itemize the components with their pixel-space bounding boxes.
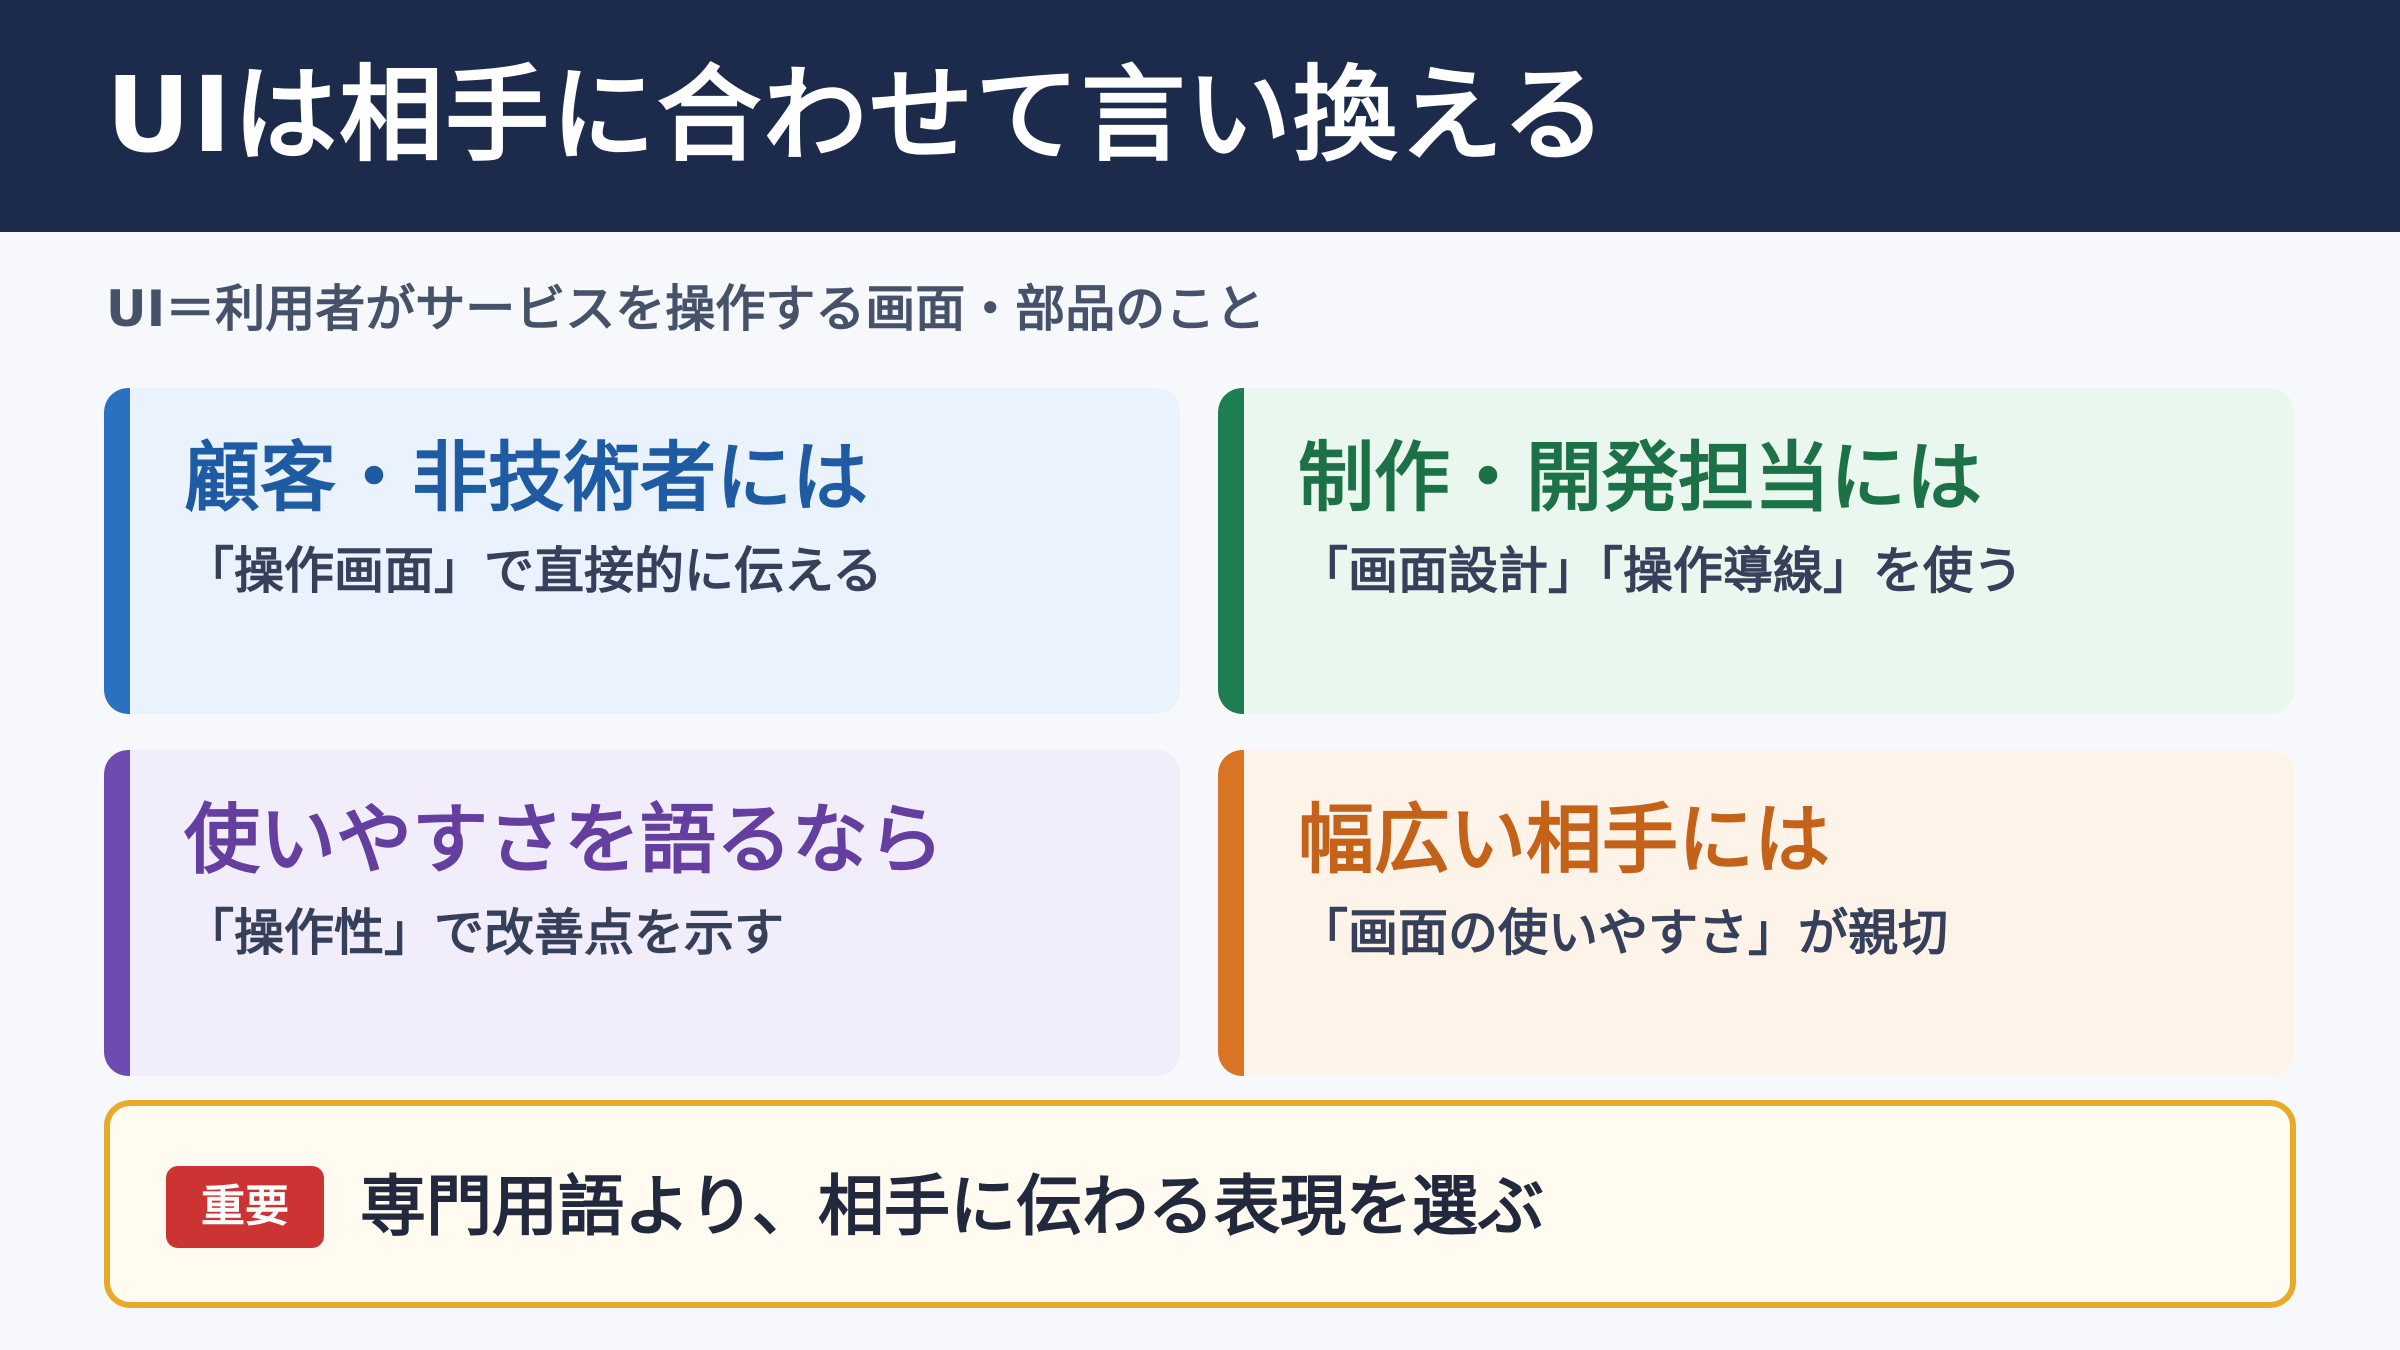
important-callout: 重要 専門用語より、相手に伝わる表現を選ぶ <box>104 1100 2296 1308</box>
card-text: 「操作画面」で直接的に伝える <box>184 542 883 600</box>
header-banner: UIは相手に合わせて言い換える <box>0 0 2400 232</box>
card-accent-bar <box>1218 388 1244 714</box>
card-title: 幅広い相手には <box>1298 795 1830 884</box>
card-accent-bar <box>104 750 130 1076</box>
card-developers: 制作・開発担当には 「画面設計」「操作導線」を使う <box>1218 388 2294 714</box>
page-subtitle: UI＝利用者がサービスを操作する画面・部品のこと <box>106 280 1266 338</box>
page-title: UIは相手に合わせて言い換える <box>106 54 1609 176</box>
card-customers: 顧客・非技術者には 「操作画面」で直接的に伝える <box>104 388 1180 714</box>
card-usability: 使いやすさを語るなら 「操作性」で改善点を示す <box>104 750 1180 1076</box>
card-text: 「画面設計」「操作導線」を使う <box>1298 542 2023 600</box>
card-general-audience: 幅広い相手には 「画面の使いやすさ」が親切 <box>1218 750 2294 1076</box>
card-title: 制作・開発担当には <box>1298 433 1982 522</box>
card-accent-bar <box>1218 750 1244 1076</box>
card-title: 使いやすさを語るなら <box>184 795 944 884</box>
callout-text: 専門用語より、相手に伝わる表現を選ぶ <box>360 1168 1545 1245</box>
card-title: 顧客・非技術者には <box>184 433 868 522</box>
important-badge: 重要 <box>166 1166 324 1248</box>
card-accent-bar <box>104 388 130 714</box>
card-text: 「操作性」で改善点を示す <box>184 904 784 962</box>
card-text: 「画面の使いやすさ」が親切 <box>1298 904 1948 962</box>
